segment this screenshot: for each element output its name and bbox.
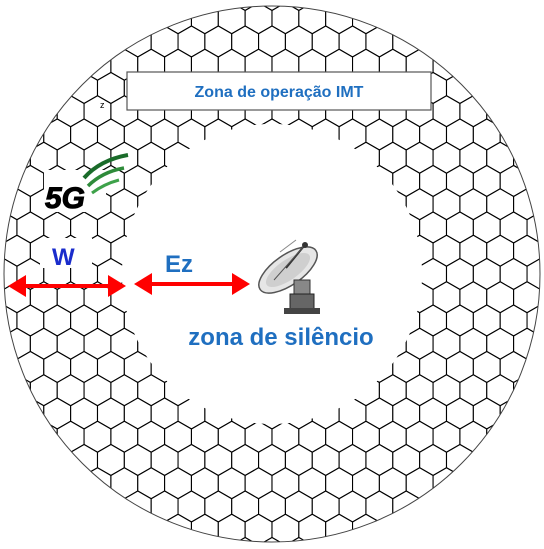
silence-zone-label: zona de silêncio [188, 324, 373, 351]
hexagon-cell [472, 443, 501, 477]
hexagon-cell [311, 5, 340, 12]
hexagon-cell [419, 490, 448, 523]
hexagon-cell [526, 350, 541, 384]
hexagon-cell [378, 5, 407, 35]
hexagon-cell [43, 443, 72, 477]
hexagon-cell [43, 71, 72, 105]
outer-ring-border [3, 5, 541, 543]
ez-label: Ez [165, 251, 193, 278]
hexagon-cell [96, 25, 125, 58]
hexagon-cell [137, 5, 166, 35]
hexagon-cell [3, 350, 18, 384]
hexagon-cell [3, 234, 5, 267]
w-arrow [8, 275, 126, 297]
hexagon-cell [419, 25, 448, 58]
satellite-dish-icon [258, 239, 320, 314]
hexagon-cell [539, 281, 541, 314]
hexagon-cell [3, 164, 18, 198]
hexagon-cell [526, 304, 541, 337]
w-label-background [40, 238, 92, 268]
title-box: Zona de operação IMT [126, 71, 432, 111]
hexagon-cell [526, 164, 541, 198]
hexagon-cell [137, 513, 166, 543]
hexagon-cell [204, 5, 233, 12]
hexagon-cell [526, 211, 541, 244]
hexagon-cell [96, 490, 125, 523]
w-label: W [52, 244, 75, 271]
hexagon-cell [311, 536, 340, 543]
hexagon-cell [3, 281, 5, 314]
hexagon-cell [472, 71, 501, 105]
5g-logo-text: 5G [45, 182, 85, 215]
small-z-label: z [100, 100, 105, 110]
5g-logo-icon: 5G [44, 153, 129, 216]
hexagon-cell [526, 257, 541, 291]
title-box-label: Zona de operação IMT [195, 84, 364, 101]
ez-arrow [134, 273, 250, 295]
hexagon-cell [378, 513, 407, 543]
hexagon-cell [204, 536, 233, 543]
hexagon-cell [539, 234, 541, 267]
